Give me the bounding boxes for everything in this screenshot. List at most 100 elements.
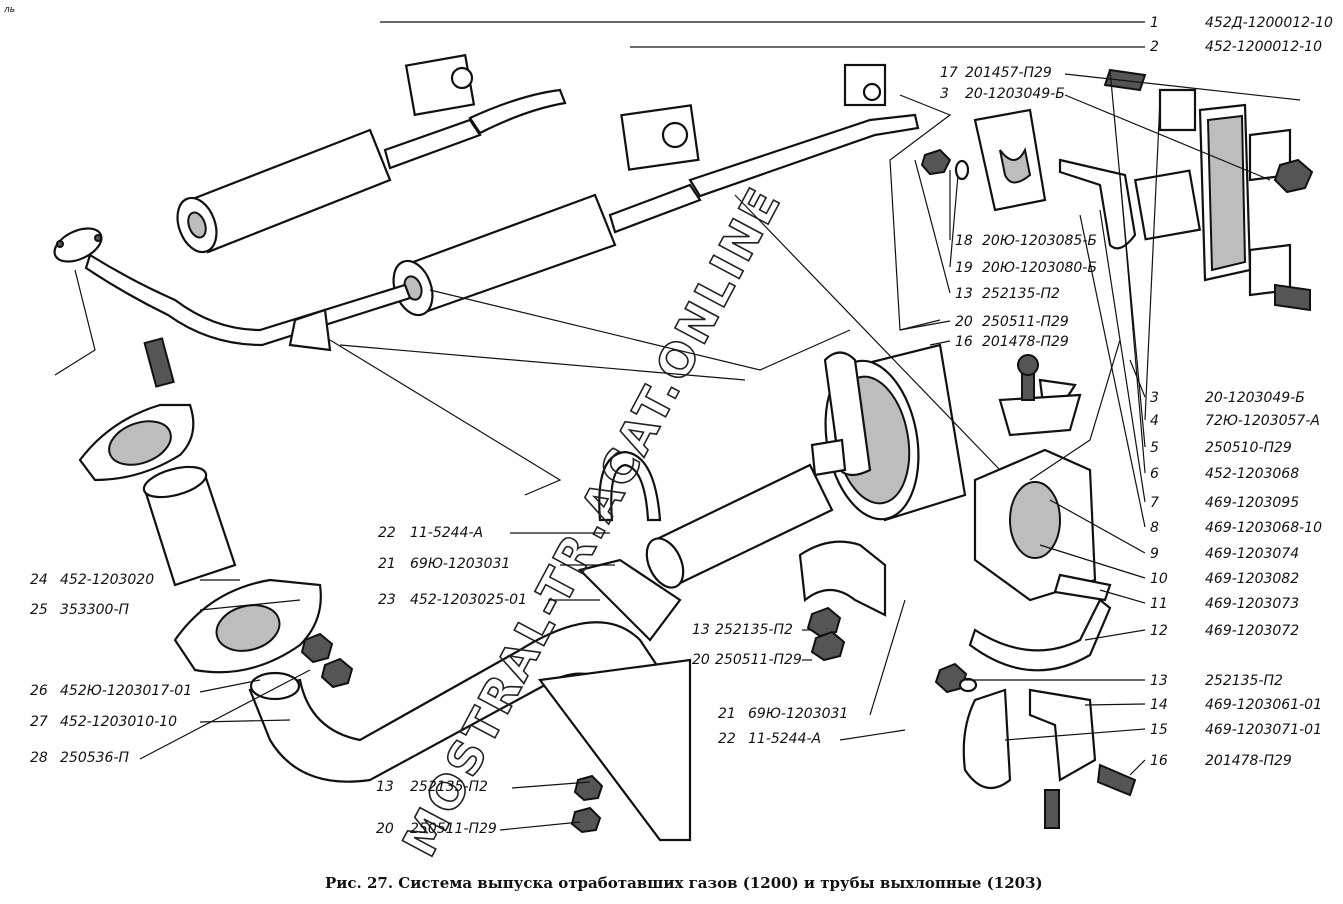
callout-number: 2 — [1150, 39, 1159, 55]
muffler-2-assembly — [53, 63, 920, 352]
callout-number: 20 — [376, 821, 394, 837]
leader-line — [1084, 703, 1146, 706]
callout-part-code: 252135-П2 — [1205, 673, 1283, 689]
leader-line — [1004, 728, 1146, 741]
callout-part-code: 469-1203073 — [1205, 596, 1299, 612]
callout-12: 12 469-1203072 — [1150, 623, 1299, 639]
callout-number: 23 — [378, 592, 396, 608]
callout-part-code: 20Ю-1203080-Б — [982, 260, 1097, 276]
callout-10: 10 469-1203082 — [1150, 571, 1299, 587]
leader-line — [949, 174, 959, 268]
callout-number: 28 — [30, 750, 48, 766]
callout-number: 24 — [30, 572, 48, 588]
callout-part-code: 20-1203049-Б — [1205, 390, 1305, 406]
leader-line — [1039, 544, 1146, 579]
leader-line — [499, 821, 581, 831]
callout-number: 3 — [1150, 390, 1159, 406]
leader-lines — [139, 21, 1301, 831]
callout-part-code: 250511-П29 — [410, 821, 497, 837]
callout-part-code: 250511-П29 — [715, 652, 802, 668]
callout-part-code: 250510-П29 — [1205, 440, 1292, 456]
callout-part-code: 250536-П — [60, 750, 129, 766]
leader-line — [1099, 209, 1146, 503]
callout-number: 20 — [955, 314, 973, 330]
leader-line — [869, 599, 906, 716]
leader-line — [839, 729, 906, 741]
callout-number: 13 — [692, 622, 710, 638]
front-pipe-assembly — [78, 337, 692, 842]
callout-number: 6 — [1150, 466, 1159, 482]
callout-number: 20 — [692, 652, 710, 668]
callout-20: 20 250511-П29 — [692, 652, 802, 668]
leader-line — [1084, 629, 1146, 641]
callout-part-code: 469-1203082 — [1205, 571, 1299, 587]
leader-line — [199, 599, 301, 611]
callout-number: 21 — [378, 556, 396, 572]
callout-part-code: 11-5244-А — [410, 525, 483, 541]
callout-number: 19 — [955, 260, 973, 276]
callout-part-code: 353300-П — [60, 602, 129, 618]
callout-28: 28 250536-П — [30, 750, 129, 766]
callout-number: 13 — [955, 286, 973, 302]
callout-part-code: 452-1203010-10 — [60, 714, 177, 730]
leader-line — [139, 669, 311, 760]
callout-number: 4 — [1150, 413, 1159, 429]
callout-number: 18 — [955, 233, 973, 249]
callout-part-code: 469-1203068-10 — [1205, 520, 1322, 536]
callout-part-code: 252135-П2 — [410, 779, 488, 795]
callout-number: 1 — [1150, 15, 1159, 31]
callout-4: 4 72Ю-1203057-А — [1150, 413, 1320, 429]
leader-line — [511, 781, 591, 789]
callout-number: 13 — [1150, 673, 1168, 689]
callout-part-code: 452-1203068 — [1205, 466, 1299, 482]
callout-number: 13 — [376, 779, 394, 795]
callout-20: 20 250511-П29 — [955, 314, 1069, 330]
leader-line — [899, 320, 951, 331]
callout-part-code: 469-1203072 — [1205, 623, 1299, 639]
callout-part-code: 201457-П29 — [965, 65, 1052, 81]
leader-line — [1099, 589, 1146, 604]
callout-part-code: 250511-П29 — [982, 314, 1069, 330]
leader-line — [1119, 174, 1146, 474]
callout-13: 13 252135-П2 — [376, 779, 488, 795]
callout-part-code: 452-1203020 — [60, 572, 154, 588]
corner-mark: ль — [3, 5, 15, 15]
muffler-1-assembly — [176, 53, 567, 254]
callout-27: 27 452-1203010-10 — [30, 714, 177, 730]
callout-part-code: 72Ю-1203057-А — [1205, 413, 1320, 429]
callout-number: 27 — [30, 714, 48, 730]
callout-part-code: 201478-П29 — [982, 334, 1069, 350]
leader-line — [1079, 214, 1146, 528]
callout-number: 10 — [1150, 571, 1168, 587]
callout-19: 19 20Ю-1203080-Б — [955, 260, 1097, 276]
callout-part-code: 469-1203095 — [1205, 495, 1299, 511]
callout-3: 3 20-1203049-Б — [1150, 390, 1305, 406]
callout-number: 12 — [1150, 623, 1168, 639]
callout-number: 14 — [1150, 697, 1168, 713]
callout-number: 8 — [1150, 520, 1159, 536]
leader-line — [1064, 73, 1301, 101]
callout-number: 7 — [1150, 495, 1159, 511]
callout-7: 7 469-1203095 — [1150, 495, 1299, 511]
callout-20: 20 250511-П29 — [376, 821, 497, 837]
callout-part-code: 69Ю-1203031 — [748, 706, 848, 722]
